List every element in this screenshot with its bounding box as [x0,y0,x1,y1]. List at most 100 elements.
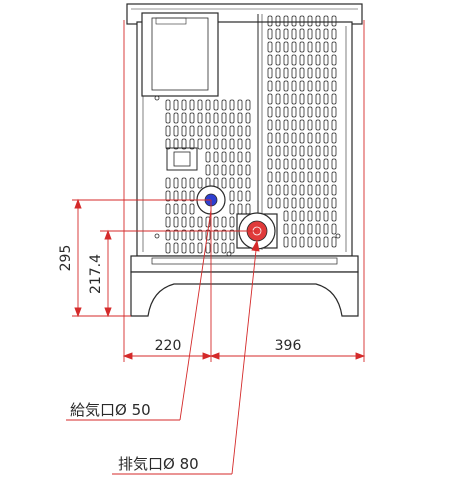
vent-slot [283,132,289,144]
vent-slot [275,197,281,209]
vent-slot [283,54,289,66]
vent-slot [275,54,281,66]
vent-slot [173,229,179,241]
vent-slot [283,41,289,53]
vent-slot [283,184,289,196]
vent-slot [245,164,251,176]
vent-slot [283,236,289,248]
vent-slot [213,151,219,163]
vent-slot [307,158,313,170]
vent-slot [245,177,251,189]
vent-slot [221,164,227,176]
vent-slot [245,190,251,202]
vent-slot [267,145,273,157]
vent-slot [165,242,171,254]
control-box [141,12,219,97]
vent-slot [315,197,321,209]
vent-slot [331,119,337,131]
vent-slot [331,28,337,40]
label-width-left: 220 [155,338,182,354]
power-connector-inner [173,151,191,167]
vent-slot [229,190,235,202]
vent-slot [299,41,305,53]
vent-slot [331,184,337,196]
vent-slot [315,15,321,27]
arrow [104,307,112,318]
vent-slot [299,54,305,66]
arrow [355,352,366,360]
vent-slot [299,210,305,222]
vent-slot [197,125,203,137]
vent-slot [189,216,195,228]
vent-slot [315,41,321,53]
vent-slot [205,164,211,176]
vent-slot [229,151,235,163]
vent-slot [221,138,227,150]
vent-slot [291,67,297,79]
vent-slot [197,216,203,228]
arrow [202,352,213,360]
vent-slot [181,190,187,202]
vent-slot [299,145,305,157]
vent-slot [331,41,337,53]
vent-slot [237,99,243,111]
vent-slot [181,229,187,241]
vent-slot [165,216,171,228]
vent-slot [197,242,203,254]
vent-slot [323,171,329,183]
arrow [74,198,82,209]
vent-slot [245,125,251,137]
vent-slot [237,164,243,176]
vent-slot [205,99,211,111]
vent-slot [299,132,305,144]
vent-slot [275,184,281,196]
vent-slot [291,132,297,144]
vent-slot [181,112,187,124]
vent-slot [165,229,171,241]
vent-slot [275,80,281,92]
vent-slot [181,203,187,215]
vent-slot [283,171,289,183]
vent-slot [181,216,187,228]
vent-slot [267,158,273,170]
vent-slot [229,125,235,137]
vent-slot [331,106,337,118]
vent-slot [205,151,211,163]
vent-slot [213,216,219,228]
vent-slot [189,112,195,124]
vent-slot [307,197,313,209]
arrow [104,229,112,240]
vent-slot [315,67,321,79]
vent-slot [299,171,305,183]
vent-slot [205,125,211,137]
vent-slot [197,229,203,241]
vent-slot [275,28,281,40]
vent-slot [291,158,297,170]
vent-slot [283,119,289,131]
vent-slot [299,236,305,248]
label-exhaust: 排気口Ø 80 [118,455,199,473]
vent-slot [181,242,187,254]
vent-slot [189,138,195,150]
vent-slot [221,112,227,124]
vent-slot [323,132,329,144]
vent-slot [221,242,227,254]
vent-slot [197,138,203,150]
vent-slot [315,171,321,183]
vent-slot [323,15,329,27]
vent-slot [315,54,321,66]
vent-slot [315,119,321,131]
vent-slot [229,216,235,228]
vent-slot [315,93,321,105]
label-intake: 給気口Ø 50 [70,401,151,419]
vent-slot [323,54,329,66]
vent-slot [229,99,235,111]
vent-slot [245,138,251,150]
vent-slot [323,158,329,170]
vent-slot [291,171,297,183]
vent-slot [173,125,179,137]
vent-slot [229,203,235,215]
vent-slot [165,138,171,150]
vent-slot [229,138,235,150]
